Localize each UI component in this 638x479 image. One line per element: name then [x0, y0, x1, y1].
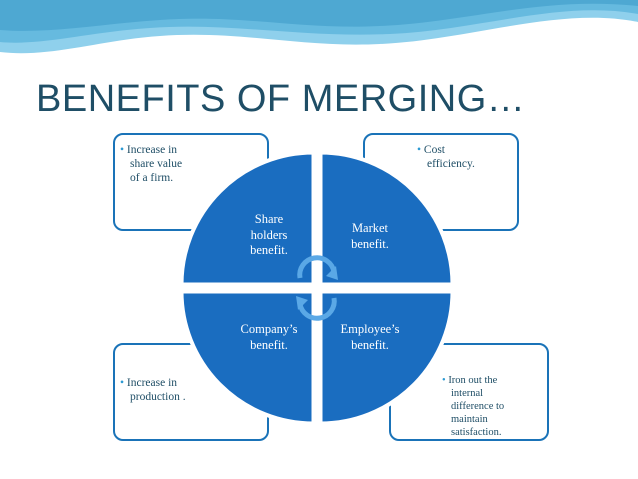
box-bottom-left-text: • Increase in production . — [120, 377, 186, 403]
quadrant-bottom-left — [179, 289, 316, 426]
quadrant-bottom-right — [318, 289, 455, 426]
quadrant-top-left — [179, 150, 316, 287]
box-top-right-text: • Cost efficiency. — [417, 144, 475, 170]
quadrant-top-right — [318, 150, 455, 287]
quadrant-label-top-left: Share holders benefit. — [250, 212, 288, 257]
bullet-icon: • — [417, 144, 422, 156]
bullet-icon: • — [120, 144, 125, 156]
quadrant-label-bottom-left: Company’s benefit. — [240, 322, 298, 352]
cycle-arrows-icon — [296, 255, 338, 321]
header-wave-decoration — [0, 0, 638, 54]
bullet-icon: • — [120, 377, 125, 389]
quadrant-label-top-right: Market benefit. — [351, 221, 389, 251]
box-top-left-text: • Increase in share value of a firm. — [120, 144, 183, 184]
bullet-icon: • — [442, 375, 446, 386]
quadrant-label-bottom-right: Employee’s benefit. — [340, 322, 400, 352]
box-bottom-right-text: • Iron out the internal difference to ma… — [442, 375, 505, 438]
slide-title: BENEFITS OF MERGING… — [36, 78, 526, 120]
